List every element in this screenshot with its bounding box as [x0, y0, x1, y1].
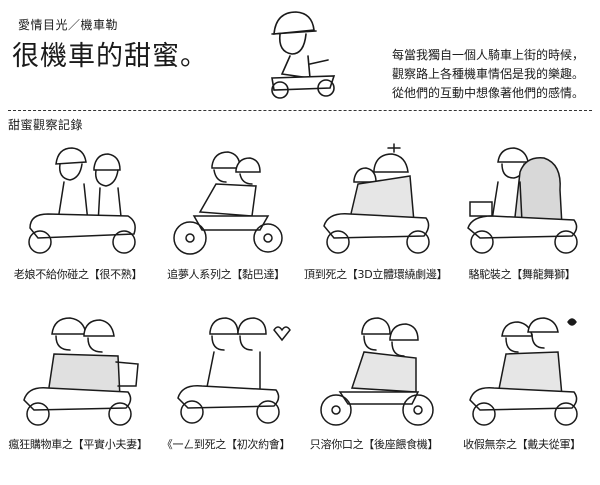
- panel-scooter-couple-2: 追夢人系列之【黏巴達】: [156, 142, 296, 282]
- intro-line: 從他們的互動中想像著他們的感情。: [392, 86, 585, 100]
- scooter-couple-illustration: [177, 317, 291, 424]
- panel-caption: 收假無奈之【戴夫從軍】: [463, 438, 581, 451]
- panel-scooter-couple-6: 《一ㄥ到死之【初次約會】: [156, 312, 296, 452]
- intro-paragraph: 每當我獨自一個人騎車上街的時候， 觀察路上各種機車情侶是我的樂趣。 從他們的互動…: [392, 46, 598, 103]
- motorcycle-couple-illustration: [173, 151, 283, 255]
- panel-scooter-couple-1: 老娘不給你碰之【很不熟】: [8, 142, 148, 282]
- panel-caption: 瘋狂購物車之【平實小夫妻】: [8, 438, 148, 451]
- scooter-couple-illustration: [28, 147, 136, 254]
- motorcycle-couple-illustration: [320, 317, 434, 426]
- scooter-couple-illustration: [469, 317, 578, 426]
- panel-caption: 老娘不給你碰之【很不熟】: [13, 268, 143, 281]
- panel-scooter-couple-8: 收假無奈之【戴夫從軍】: [452, 312, 592, 452]
- panel-scooter-couple-4: 駱駝裝之【舞龍舞獅】: [452, 142, 592, 282]
- section-title: 甜蜜觀察記錄: [8, 118, 84, 132]
- panel-scooter-couple-3: 頂到死之【3D立體環繞劇邊】: [304, 142, 448, 282]
- panel-caption: 駱駝裝之【舞龍舞獅】: [468, 268, 576, 281]
- panel-caption: 頂到死之【3D立體環繞劇邊】: [304, 268, 448, 281]
- dashed-divider: [8, 110, 592, 111]
- panel-scooter-couple-7: 只溶你口之【後座餵食機】: [304, 312, 444, 452]
- panel-caption: 只溶你口之【後座餵食機】: [309, 438, 439, 451]
- kicker-label: 愛情目光／機車勒: [18, 18, 119, 32]
- scooter-couple-illustration: [323, 143, 430, 254]
- panel-caption: 追夢人系列之【黏巴達】: [167, 268, 285, 281]
- scooter-couple-illustration: [467, 147, 578, 254]
- header-rider-illustration: [271, 11, 336, 99]
- page-title: 很機車的甜蜜。: [12, 41, 208, 72]
- panel-caption: 《一ㄥ到死之【初次約會】: [161, 438, 291, 451]
- intro-line: 觀察路上各種機車情侶是我的樂趣。: [392, 67, 585, 81]
- intro-line: 每當我獨自一個人騎車上街的時候，: [392, 48, 585, 62]
- panel-scooter-couple-5: 瘋狂購物車之【平實小夫妻】: [8, 312, 148, 452]
- scooter-couple-illustration: [23, 317, 139, 426]
